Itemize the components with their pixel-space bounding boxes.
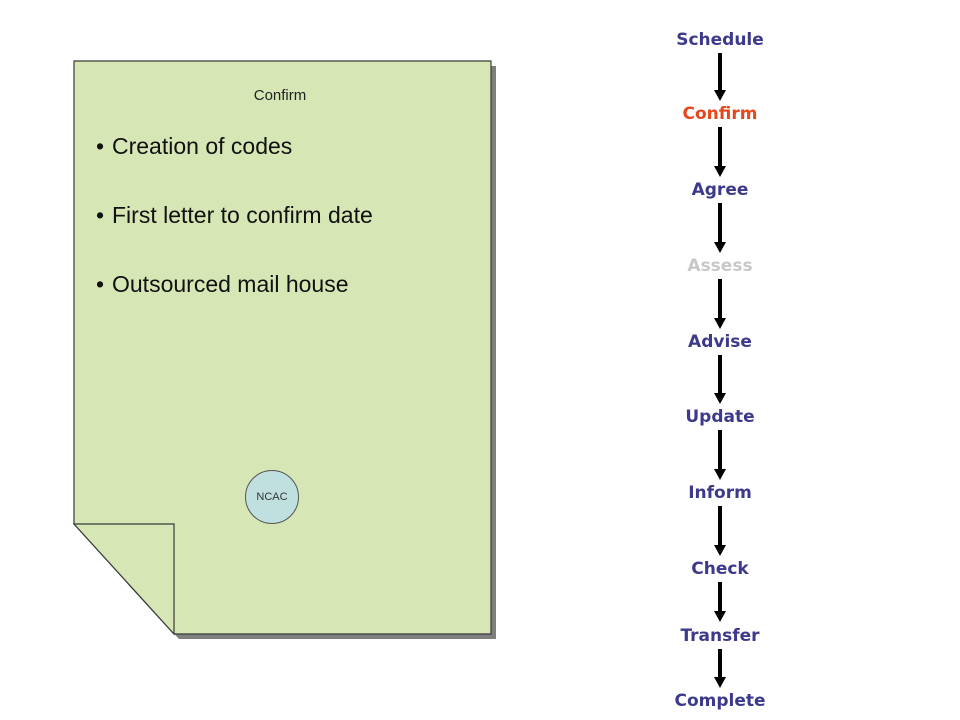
- step-confirm: Confirm: [682, 104, 758, 124]
- flow-arrow-head: [714, 90, 726, 101]
- flow-arrow-head: [714, 469, 726, 480]
- flow-arrow-head: [714, 318, 726, 329]
- bullet-item: • Outsourced mail house: [96, 268, 373, 337]
- flow-arrow-head: [714, 166, 726, 177]
- flow-arrow-head: [714, 393, 726, 404]
- ncac-stamp: NCAC: [245, 470, 299, 524]
- step-inform: Inform: [688, 483, 752, 503]
- step-agree: Agree: [691, 180, 749, 200]
- bullet-dot-icon: •: [96, 202, 105, 228]
- flow-arrow-head: [714, 611, 726, 622]
- document-fold: [72, 523, 175, 636]
- step-complete: Complete: [674, 691, 766, 711]
- step-transfer: Transfer: [680, 626, 760, 646]
- bullet-text: Creation of codes: [112, 133, 293, 159]
- step-assess: Assess: [687, 256, 753, 276]
- step-schedule: Schedule: [676, 30, 764, 50]
- step-advise: Advise: [688, 332, 752, 352]
- flow-arrow-head: [714, 242, 726, 253]
- bullet-list: • Creation of codes • First letter to conf…: [96, 130, 373, 337]
- bullet-text: First letter to confirm date: [112, 202, 373, 228]
- flow-arrow-head: [714, 545, 726, 556]
- flow-arrow-head: [714, 677, 726, 688]
- document-title: Confirm: [253, 87, 307, 104]
- document-page: [73, 60, 492, 635]
- bullet-item: • Creation of codes: [96, 130, 373, 199]
- bullet-dot-icon: •: [96, 133, 105, 159]
- bullet-text: Outsourced mail house: [112, 271, 349, 297]
- step-check: Check: [691, 559, 749, 579]
- bullet-dot-icon: •: [96, 271, 105, 297]
- bullet-item: • First letter to confirm date: [96, 199, 373, 268]
- step-update: Update: [685, 407, 755, 427]
